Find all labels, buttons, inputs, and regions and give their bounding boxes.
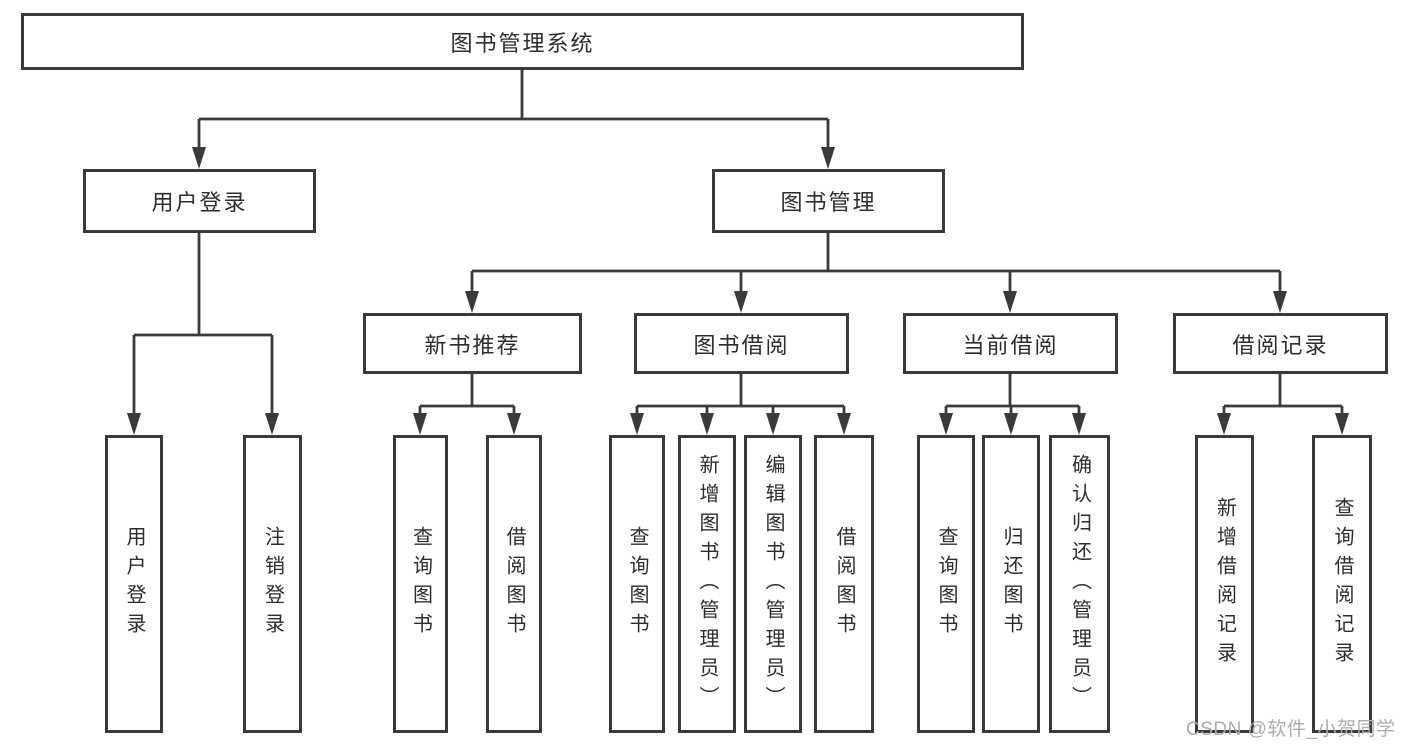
leaf-borrow-books-borrowing: 借阅图书 (814, 435, 874, 733)
leaf-edit-books-admin: 编辑图书（管理员） (744, 435, 802, 733)
leaf-add-books-admin: 新增图书（管理员） (678, 435, 736, 733)
leaf-user-login: 用户登录 (105, 435, 163, 733)
arrowheads (127, 147, 1349, 435)
leaf-query-books-recommend: 查询图书 (393, 435, 448, 733)
leaf-query-books-borrowing: 查询图书 (609, 435, 665, 733)
leaf-add-borrow-record: 新增借阅记录 (1195, 435, 1254, 733)
node-book-management: 图书管理 (712, 169, 945, 233)
leaf-query-books-current: 查询图书 (917, 435, 975, 733)
leaf-return-books: 归还图书 (982, 435, 1040, 733)
leaf-confirm-return-admin: 确认归还（管理员） (1049, 435, 1110, 733)
leaf-query-borrow-record: 查询借阅记录 (1312, 435, 1372, 733)
node-user-login: 用户登录 (83, 169, 316, 233)
node-borrowing-records: 借阅记录 (1173, 313, 1388, 374)
node-current-borrowing: 当前借阅 (903, 313, 1118, 374)
leaf-logout: 注销登录 (243, 435, 302, 733)
node-book-borrowing: 图书借阅 (634, 313, 849, 374)
node-root-system: 图书管理系统 (21, 13, 1024, 70)
csdn-watermark: CSDN @软件_小贺同学 (1186, 719, 1396, 740)
node-new-book-recommend: 新书推荐 (363, 313, 582, 374)
leaf-borrow-books-recommend: 借阅图书 (486, 435, 542, 733)
